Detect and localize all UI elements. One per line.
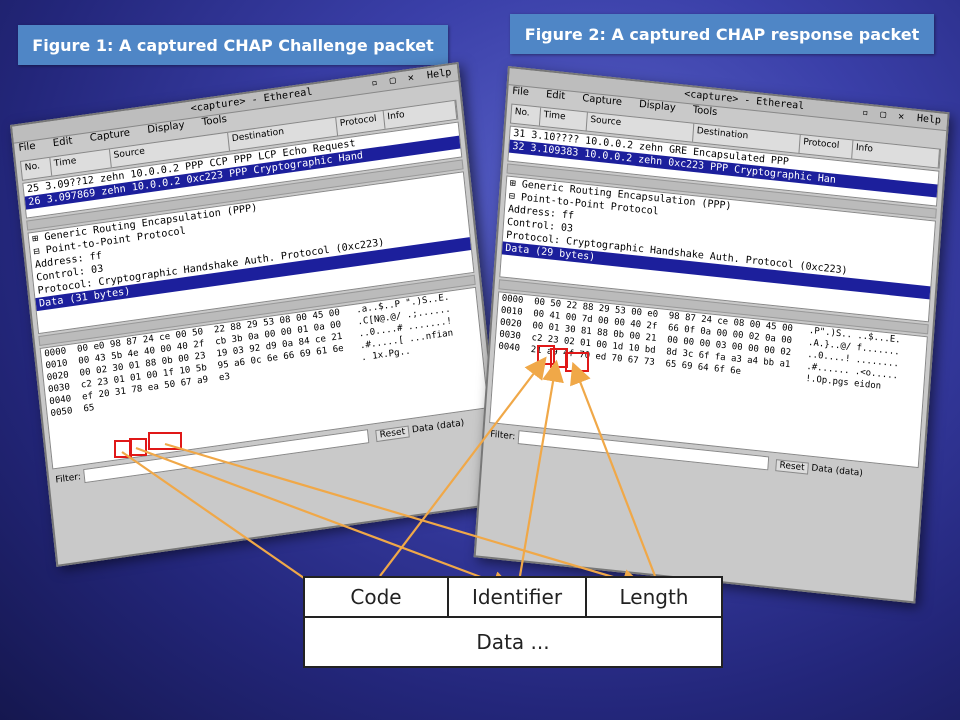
filter-label: Filter: [55,472,82,486]
help-menu[interactable]: Help [426,67,452,82]
packet-proto: 0xc223 [667,157,705,173]
packet-no: 25 [26,182,40,196]
highlight-length-fig2 [565,352,589,372]
status-text: Data (data) [411,418,465,436]
figure2-caption: Figure 2: A captured CHAP response packe… [510,14,934,54]
col-protocol[interactable]: Protocol [799,134,854,159]
packet-no: 31 [512,127,526,141]
packet-dest: zehn [637,154,663,168]
status-text: Data (data) [811,463,864,479]
packet-no: 32 [512,140,525,154]
chap-packet-format: Code Identifier Length Data ... [303,576,723,668]
chap-length-field: Length [619,585,689,609]
filter-label: Filter: [489,429,516,443]
chap-data-field: Data ... [476,630,550,654]
highlight-length-fig1 [148,432,182,450]
packet-source: zehn [100,183,127,198]
window-controls[interactable]: ▫ ▢ ✕ [370,71,418,90]
reset-button[interactable]: Reset [375,424,410,442]
col-time[interactable]: Time [539,107,588,131]
help-menu[interactable]: Help [916,113,942,127]
chap-header-row: Code Identifier Length [305,578,721,618]
col-no[interactable]: No. [21,157,53,180]
packet-time: 3.109383 [529,142,579,159]
packet-no: 26 [27,195,42,209]
menu-edit[interactable]: Edit [545,89,566,103]
col-no[interactable]: No. [511,104,542,126]
chap-code-field: Code [305,578,449,616]
reset-button[interactable]: Reset [775,458,809,475]
chap-identifier-field: Identifier [449,578,587,616]
figure1-caption: Figure 1: A captured CHAP Challenge pack… [18,25,448,65]
window-controls[interactable]: ▫ ▢ ✕ [861,107,908,123]
packet-proto: 0xc223 [186,169,224,186]
packet-source: 10.0.0.2 [583,148,633,165]
packet-proto: GRE [668,144,688,158]
ethereal-window-challenge: <capture> - Ethereal ▫ ▢ ✕ Help File Edi… [10,61,505,567]
ethereal-window-response: <capture> - Ethereal ▫ ▢ ✕ Help File Edi… [473,66,950,604]
figure1-caption-text: Figure 1: A captured CHAP Challenge pack… [32,35,434,55]
menu-file[interactable]: File [511,85,530,99]
highlight-identifier-fig1 [129,438,147,456]
figure2-caption-text: Figure 2: A captured CHAP response packe… [524,24,920,44]
